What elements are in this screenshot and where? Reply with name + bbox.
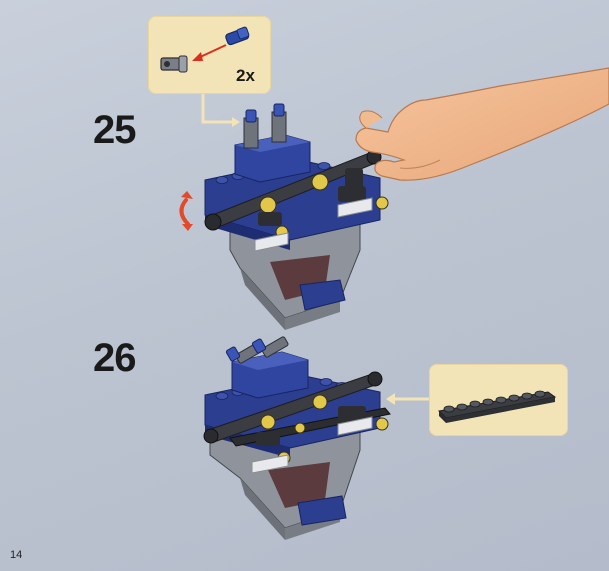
rotate-arrow-icon <box>179 198 190 226</box>
hand-icon <box>355 67 609 181</box>
model-step-26 <box>203 336 391 540</box>
page-number: 14 <box>10 549 23 561</box>
model-step-25 <box>204 103 389 330</box>
parts-callout-step-25: 2x <box>148 16 271 94</box>
callout-connector-line <box>201 94 236 124</box>
insert-arrow-icon <box>192 44 227 61</box>
parts-quantity: 2x <box>236 66 255 85</box>
step-number-25: 25 <box>93 108 136 152</box>
dark-grey-plate-1x8-icon <box>437 390 557 423</box>
blue-axle-pin-icon <box>225 26 250 46</box>
step-number-26: 26 <box>93 336 136 380</box>
grey-pin-connector-icon <box>160 55 188 73</box>
